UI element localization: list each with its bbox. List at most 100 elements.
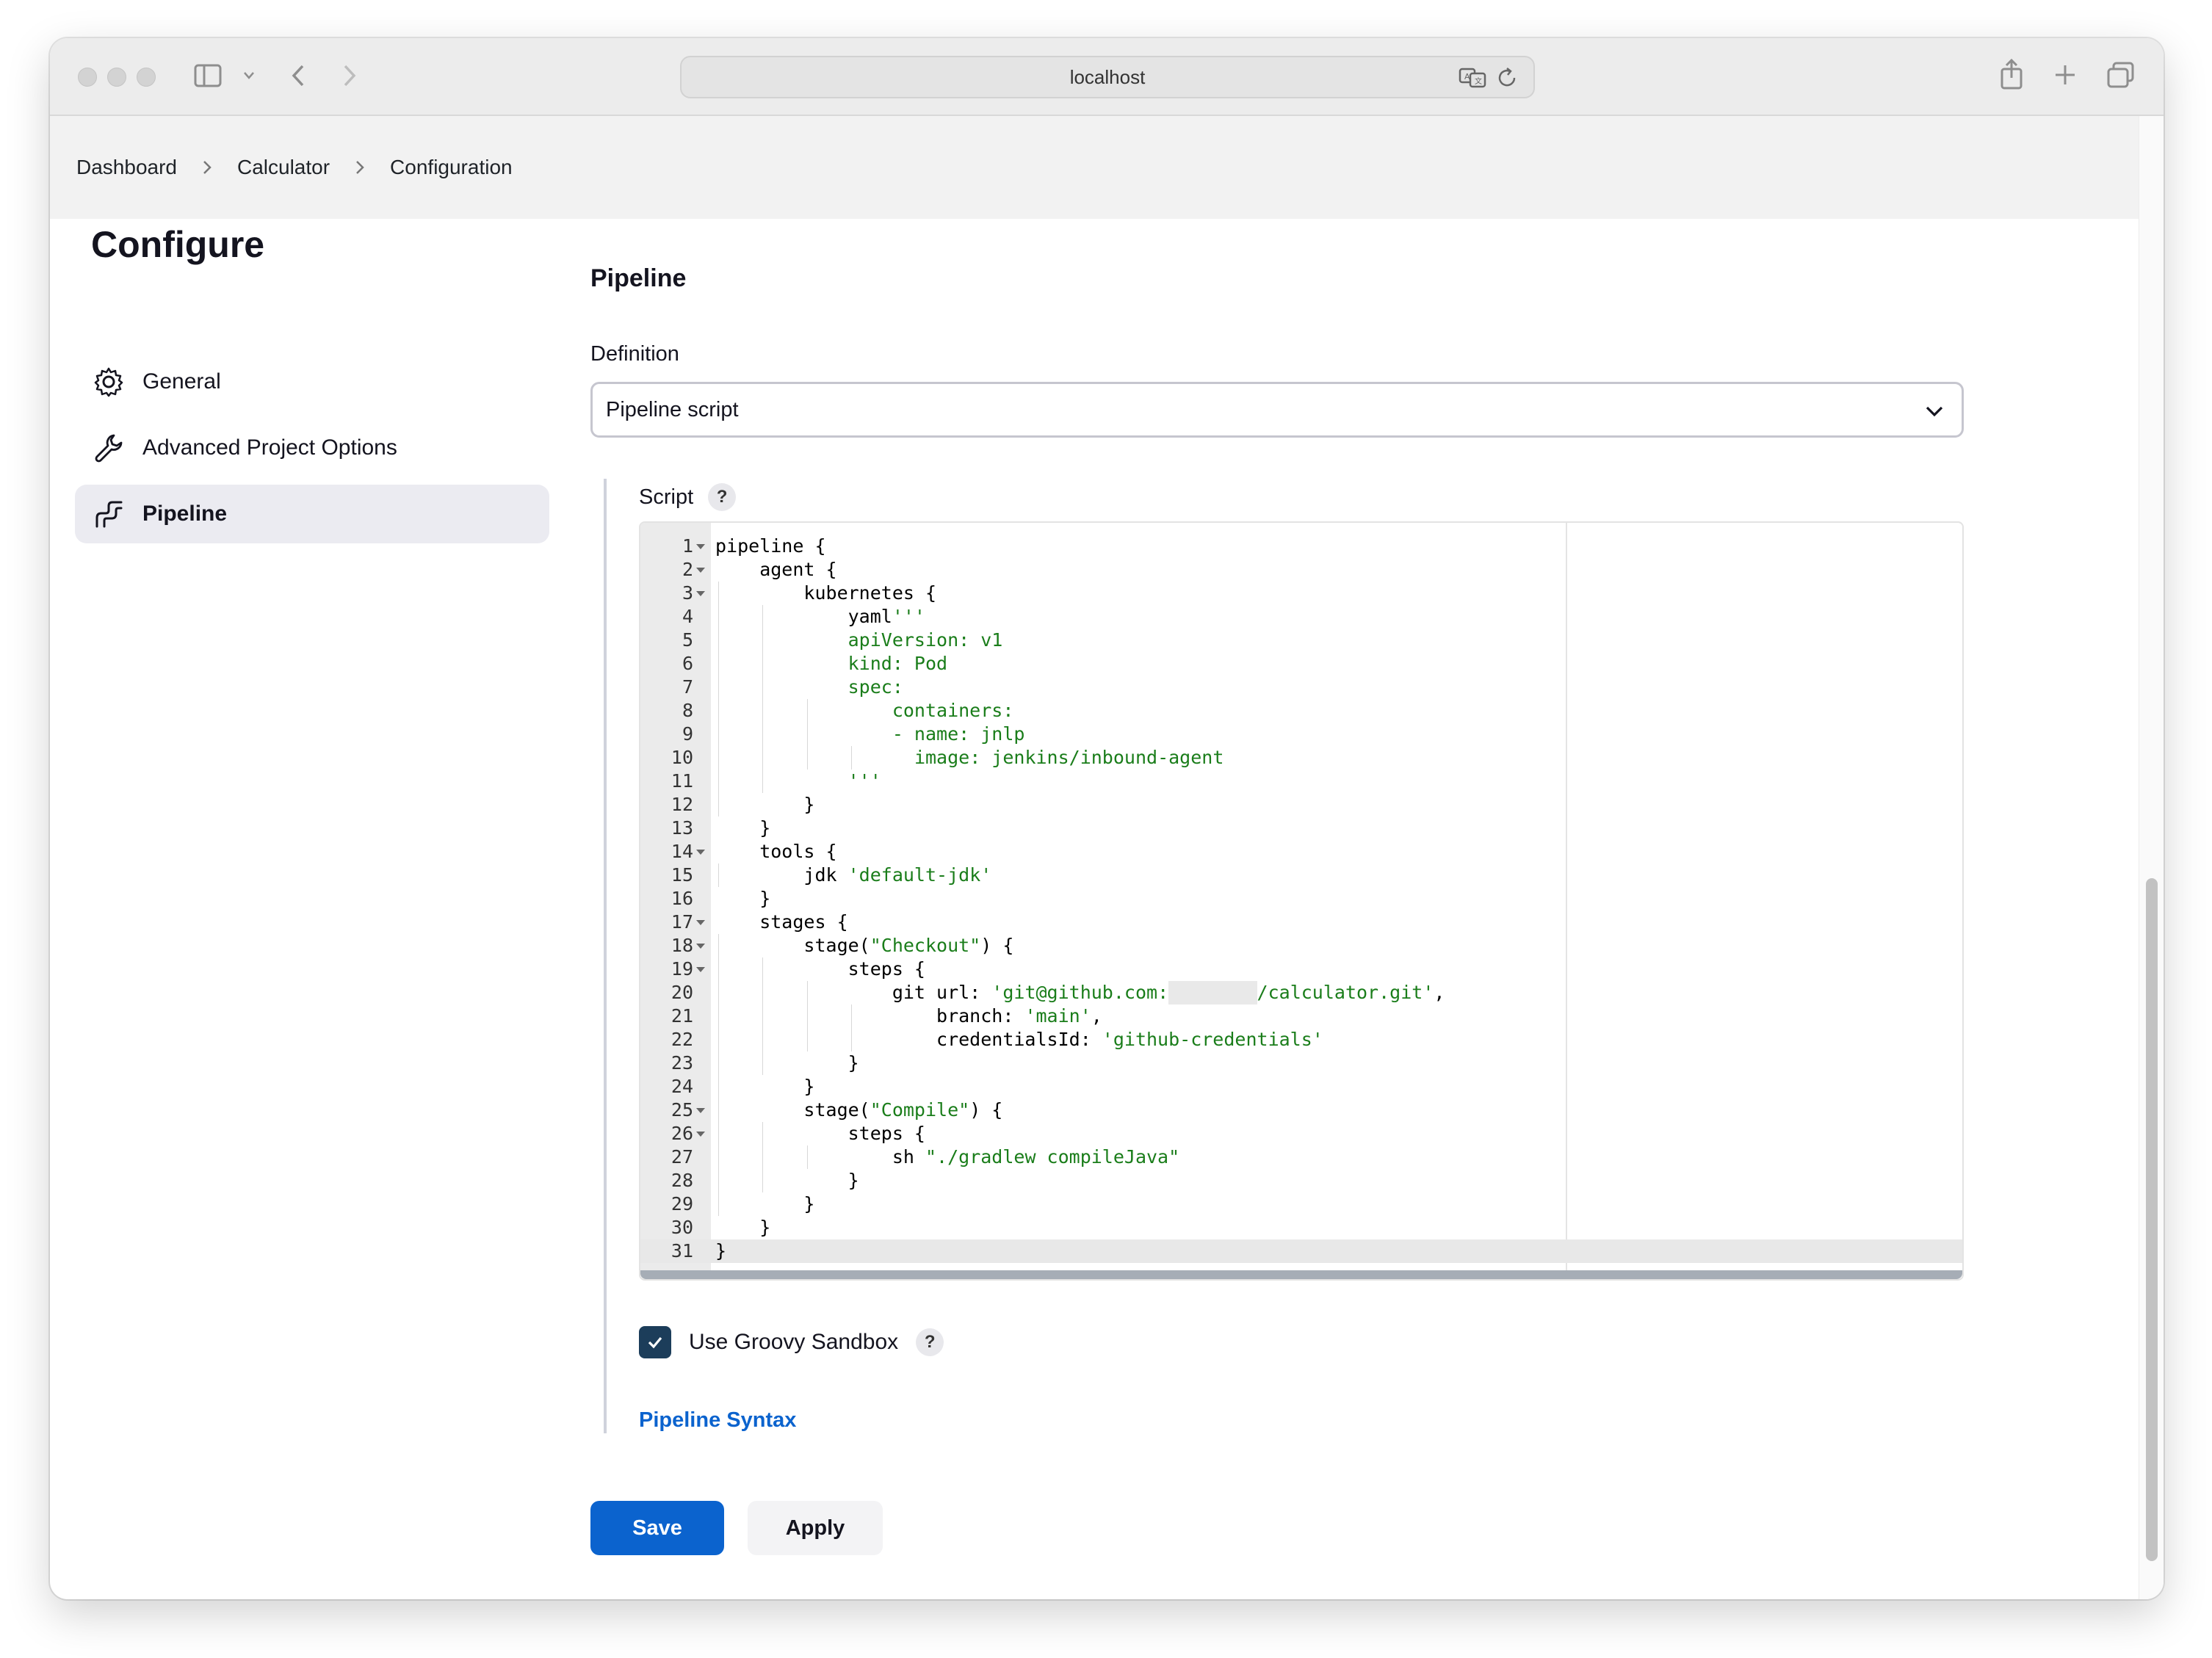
indent-guide: [718, 770, 719, 793]
code-line: 14 tools {: [640, 840, 1962, 864]
indent-guide: [851, 1028, 853, 1051]
code-line: 19 steps {: [640, 957, 1962, 981]
fold-arrow-icon[interactable]: [696, 920, 705, 925]
sidebar-item-label: Pipeline: [142, 502, 228, 526]
code-line: 12 }: [640, 793, 1962, 817]
indent-guide: [718, 957, 719, 981]
reload-icon[interactable]: [1497, 66, 1519, 93]
pipeline-syntax-link[interactable]: Pipeline Syntax: [639, 1408, 797, 1432]
line-number: 20: [671, 982, 693, 1003]
indent-guide: [718, 1122, 719, 1145]
indent-guide: [762, 723, 764, 746]
checkmark-icon: [648, 1336, 662, 1349]
indent-guide: [806, 1028, 808, 1051]
code-text: stage("Compile") {: [715, 1099, 1003, 1121]
svg-text:A: A: [1464, 72, 1470, 82]
sidebar-item-label: General: [142, 369, 221, 394]
code-line: 20 git url: 'git@github.com:xxxxxxxx/cal…: [640, 981, 1962, 1004]
line-number: 7: [682, 676, 693, 698]
vertical-scrollbar[interactable]: [2146, 878, 2158, 1561]
sidebar-item-general[interactable]: General: [75, 352, 549, 411]
sidebar-item-pipeline[interactable]: Pipeline: [75, 485, 549, 543]
new-tab-icon[interactable]: [2053, 63, 2077, 87]
indent-guide: [806, 699, 808, 723]
code-text: }: [715, 1240, 727, 1261]
indent-guide: [762, 1051, 764, 1075]
line-number-gutter: [640, 523, 711, 1279]
apply-button[interactable]: Apply: [748, 1501, 883, 1555]
print-margin: [1566, 523, 1567, 1279]
code-line: 10 image: jenkins/inbound-agent: [640, 746, 1962, 770]
fold-arrow-icon[interactable]: [696, 1108, 705, 1113]
code-text: apiVersion: v1: [847, 629, 1003, 651]
save-button[interactable]: Save: [590, 1501, 724, 1555]
code-text: }: [715, 1217, 771, 1238]
sidebar-toggle-icon[interactable]: [194, 63, 223, 88]
breadcrumb-dashboard[interactable]: Dashboard: [76, 156, 177, 178]
fold-arrow-icon[interactable]: [696, 850, 705, 855]
indent-guide: [851, 746, 853, 770]
code-text: }: [715, 1193, 815, 1214]
indent-guide: [718, 652, 719, 676]
fold-arrow-icon[interactable]: [696, 544, 705, 549]
minimize-window-button[interactable]: [107, 68, 126, 87]
chevron-down-icon[interactable]: [242, 70, 256, 81]
code-line: 9 - name: jnlp: [640, 723, 1962, 746]
line-number: 5: [682, 629, 693, 651]
code-text: steps {: [715, 1123, 925, 1144]
fold-arrow-icon[interactable]: [696, 591, 705, 596]
code-line: 26 steps {: [640, 1122, 1962, 1145]
section-indent-bar: [604, 479, 607, 1433]
help-icon[interactable]: ?: [916, 1328, 944, 1356]
definition-select[interactable]: Pipeline script: [590, 382, 1964, 438]
url-text: localhost: [1069, 65, 1146, 88]
close-window-button[interactable]: [78, 68, 97, 87]
fold-arrow-icon[interactable]: [696, 1132, 705, 1137]
horizontal-scrollbar[interactable]: [640, 1270, 1962, 1279]
fold-arrow-icon[interactable]: [696, 944, 705, 949]
indent-guide: [806, 746, 808, 770]
fold-arrow-icon[interactable]: [696, 967, 705, 972]
line-number: 27: [671, 1146, 693, 1168]
chevron-right-icon: [355, 159, 365, 175]
line-number: 18: [671, 935, 693, 956]
breadcrumb: Dashboard Calculator Configuration: [50, 116, 2139, 219]
line-number: 26: [671, 1123, 693, 1144]
line-number: 2: [682, 559, 693, 580]
fold-arrow-icon[interactable]: [696, 568, 705, 573]
indent-guide: [762, 676, 764, 699]
code-line: 11 ''': [640, 770, 1962, 793]
code-text: }: [715, 1170, 859, 1191]
share-icon[interactable]: [1999, 59, 2024, 90]
indent-guide: [806, 1145, 808, 1169]
indent-guide: [762, 1145, 764, 1169]
tab-overview-icon[interactable]: [2106, 62, 2136, 90]
code-text: }: [715, 794, 815, 815]
line-number: 21: [671, 1005, 693, 1027]
back-arrow-icon[interactable]: [289, 63, 307, 88]
code-text: }: [715, 817, 771, 839]
code-text: git url: 'git@github.com:xxxxxxxx/calcul…: [715, 981, 1445, 1004]
sidebar-item-advanced-project-options[interactable]: Advanced Project Options: [75, 419, 549, 477]
script-label-text: Script: [639, 485, 694, 509]
sidebar-item-label: Advanced Project Options: [142, 435, 397, 460]
indent-guide: [718, 1192, 719, 1216]
help-icon[interactable]: ?: [708, 483, 737, 511]
line-number: 6: [682, 653, 693, 674]
code-line: 27 sh "./gradlew compileJava": [640, 1145, 1962, 1169]
indent-guide: [718, 1098, 719, 1122]
breadcrumb-calculator[interactable]: Calculator: [236, 156, 330, 178]
indent-guide: [718, 723, 719, 746]
breadcrumb-configuration[interactable]: Configuration: [390, 156, 513, 178]
code-line: 30 }: [640, 1216, 1962, 1239]
zoom-window-button[interactable]: [137, 68, 156, 87]
indent-guide: [718, 934, 719, 957]
forward-arrow-icon[interactable]: [341, 63, 358, 88]
indent-guide: [762, 1169, 764, 1192]
groovy-sandbox-checkbox[interactable]: [639, 1326, 671, 1358]
indent-guide: [718, 605, 719, 629]
